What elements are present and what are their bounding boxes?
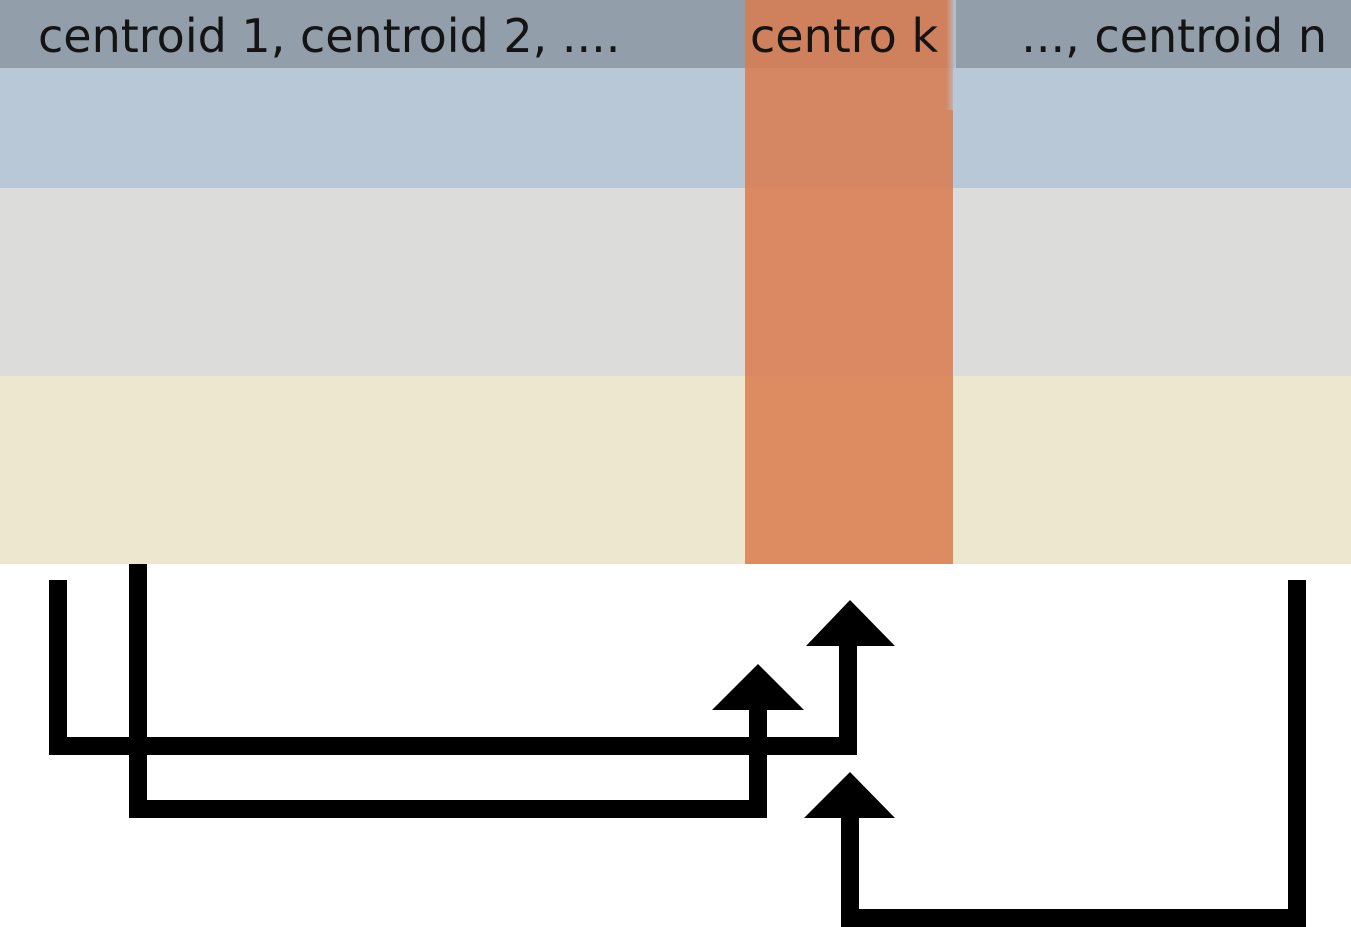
highlighted-centroid-column — [745, 0, 953, 564]
arrowhead-right — [804, 772, 895, 818]
row-band-2 — [0, 188, 1351, 376]
arrow-path-outer-left — [49, 580, 857, 755]
arrowhead-outer-left — [806, 600, 895, 646]
header-label-highlight: centro k — [750, 9, 939, 63]
header-band — [0, 0, 1351, 68]
row-band-1 — [0, 68, 1351, 188]
header-label-left: centroid 1, centroid 2, .... — [38, 9, 621, 63]
arrowhead-inner-left — [712, 664, 804, 710]
row-band-3 — [0, 376, 1351, 564]
highlight-edge-fade — [946, 0, 956, 110]
arrow-path-inner-left — [129, 564, 767, 818]
header-label-right: ..., centroid n — [1021, 9, 1327, 63]
arrow-path-right — [841, 580, 1306, 927]
